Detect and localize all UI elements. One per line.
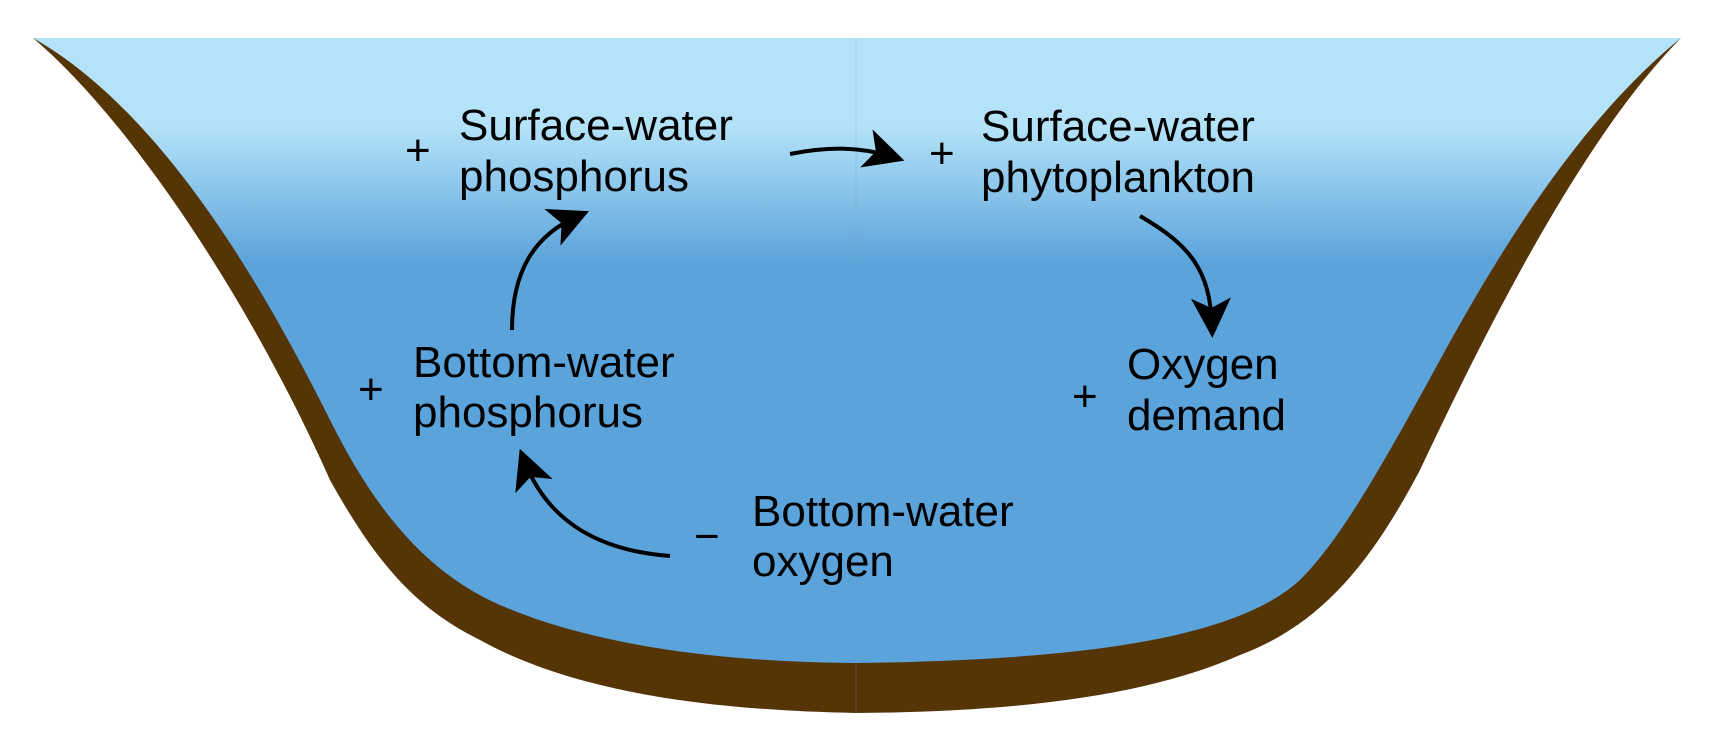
node-label-line-2: phytoplankton xyxy=(981,153,1255,202)
node-sign: + xyxy=(405,126,431,175)
node-label-line-2: oxygen xyxy=(752,537,894,586)
node-label-line-2: demand xyxy=(1127,391,1286,440)
lake-water xyxy=(33,38,1681,663)
node-oxygen-demand: + Oxygen demand xyxy=(1072,340,1286,440)
node-label-line-2: phosphorus xyxy=(413,388,643,437)
arrow-bottom-phosphorus-to-surface-phosphorus xyxy=(510,209,589,331)
node-bottom-phosphorus: + Bottom-water phosphorus xyxy=(358,338,675,437)
node-label-line-1: Oxygen xyxy=(1127,340,1279,389)
arrow-phytoplankton-to-oxygen-demand xyxy=(1138,214,1231,338)
node-surface-phytoplankton: + Surface-water phytoplankton xyxy=(929,102,1255,202)
node-label-line-1: Bottom-water xyxy=(413,338,675,387)
node-sign: + xyxy=(358,365,384,414)
node-label-line-1: Surface-water xyxy=(459,101,733,150)
node-label-line-1: Bottom-water xyxy=(752,487,1014,536)
node-surface-phosphorus: + Surface-water phosphorus xyxy=(405,101,733,201)
node-label-line-1: Surface-water xyxy=(981,102,1255,151)
node-sign: − xyxy=(694,512,720,561)
arrow-phosphorus-to-phytoplankton xyxy=(789,129,905,168)
node-sign: + xyxy=(929,129,955,178)
node-bottom-oxygen: − Bottom-water oxygen xyxy=(694,487,1014,586)
node-sign: + xyxy=(1072,372,1098,421)
arrow-oxygen-to-bottom-phosphorus xyxy=(515,448,671,558)
node-label-line-2: phosphorus xyxy=(459,152,689,201)
